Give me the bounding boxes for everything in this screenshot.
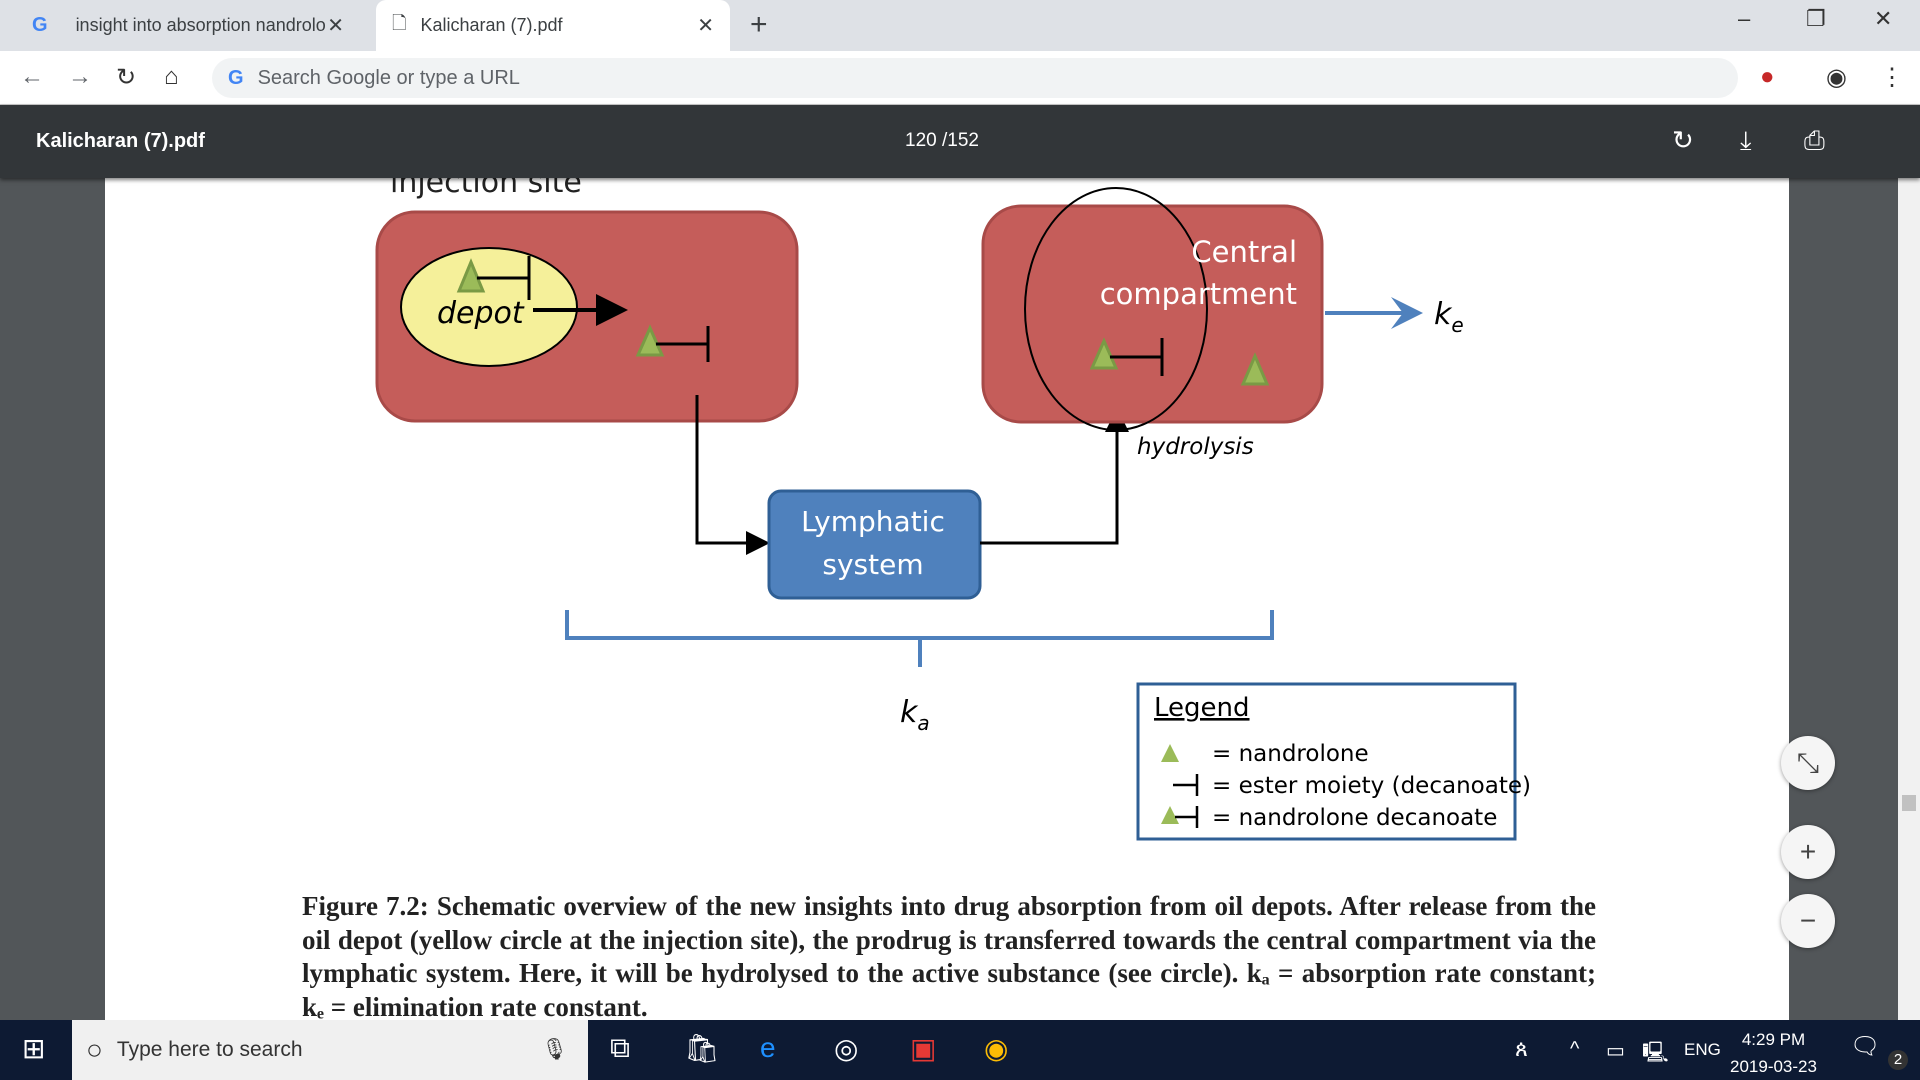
ester-moiety-icon [656,326,710,362]
extension-icon[interactable]: ● [1760,63,1775,90]
nandrolone-triangle-icon [635,324,665,357]
figure-caption: Figure 7.2: Schematic overview of the ne… [302,891,1596,1020]
forward-icon[interactable]: → [68,63,92,90]
nandrolone-triangle-icon [1089,337,1119,370]
windows-start-icon[interactable]: ⊞ [22,1033,46,1064]
tab-label: Kalicharan (7).pdf [420,15,563,35]
legend-item: = nandrolone decanoate [1212,805,1497,831]
hydrolysis-circle [1024,187,1208,431]
tab-label: insight into absorption nandrolone [75,15,326,35]
download-icon[interactable]: ⤓ [1740,125,1752,155]
zoom-out-button[interactable]: − [1781,894,1835,948]
to-central-arrow [980,408,1129,545]
search-placeholder: Type here to search [116,1038,303,1061]
omnibox[interactable]: G Search Google or type a URL [212,58,1738,98]
ester-moiety-icon [477,256,531,300]
menu-icon[interactable]: ⋮ [1880,64,1904,91]
zoom-in-button[interactable]: + [1781,825,1835,879]
network-icon[interactable]: 🖳 [1642,1042,1669,1064]
google-icon: G [32,14,48,36]
tab-pdf[interactable]: 🗋 Kalicharan (7).pdf ✕ [376,0,730,51]
back-icon[interactable]: ← [20,63,44,90]
app-icon[interactable]: ▣ [910,1033,937,1064]
close-tab-icon[interactable]: ✕ [327,15,344,37]
fit-page-button[interactable]: ⤡ [1781,736,1835,790]
reload-icon[interactable]: ↻ [116,64,137,91]
ka-label: ka [900,695,930,735]
print-icon[interactable]: ⎙ [1804,125,1825,155]
injection-site-label: injection site [390,178,582,200]
absorption-diagram: injection site depot Lymphatic system Ce… [375,178,1531,841]
profile-icon[interactable]: ◉ [1826,64,1847,91]
taskbar-search[interactable]: ○ Type here to search 🎙 [72,1020,588,1080]
home-icon[interactable]: ⌂ [164,63,179,90]
legend-title: Legend [1154,693,1250,723]
absorption-brace [565,610,1274,667]
central-label: compartment [1100,277,1297,311]
microphone-icon[interactable]: 🎙 [541,1038,568,1061]
hydrolysis-label: hydrolysis [1137,434,1254,460]
nandrolone-triangle-icon [1161,806,1179,824]
pdf-toolbar: Kalicharan (7).pdf 120 /152 ↻ ⤓ ⎙ [0,105,1920,178]
close-window-icon[interactable]: ✕ [1874,6,1893,31]
ester-moiety-icon [1175,806,1199,828]
ester-moiety-icon [1173,774,1199,796]
new-tab-button[interactable]: + [750,8,768,41]
scrollbar-thumb[interactable] [1902,795,1916,811]
chrome-icon[interactable]: ◉ [984,1033,1009,1064]
google-icon: G [228,66,244,89]
edge-icon[interactable]: e [760,1032,776,1063]
pdf-title: Kalicharan (7).pdf [36,130,205,152]
page-indicator[interactable]: 120 /152 [905,130,979,151]
battery-icon[interactable]: ▭ [1606,1040,1625,1062]
people-icon[interactable]: ጰ [1515,1036,1529,1061]
restore-icon[interactable]: ❐ [1806,6,1826,31]
legend-item: = ester moiety (decanoate) [1212,773,1531,799]
pdf-page: injection site depot Lymphatic system Ce… [105,178,1789,1020]
legend: Legend = nandrolone = ester moiety (deca… [1136,682,1531,841]
cortana-icon: ○ [86,1034,103,1065]
tab-google-search[interactable]: G insight into absorption nandrolone ✕ [20,0,360,51]
language-indicator[interactable]: ENG [1684,1040,1721,1059]
minimize-icon[interactable]: – [1738,6,1751,31]
central-compartment-box [981,204,1324,424]
central-label: Central [1191,235,1297,269]
ke-label: ke [1434,297,1464,337]
to-lymph-arrow [695,395,770,555]
nandrolone-triangle-icon [1161,744,1179,762]
depot-label: depot [437,296,525,331]
tab-bar: G insight into absorption nandrolone ✕ 🗋… [0,0,1920,51]
browser-toolbar: ← → ↻ ⌂ G Search Google or type a URL ● … [0,51,1920,105]
notification-count: 2 [1888,1050,1908,1070]
store-icon[interactable]: 🛍 [684,1033,720,1064]
media-icon[interactable]: ◎ [834,1033,859,1064]
close-tab-icon[interactable]: ✕ [697,15,714,37]
notifications-icon[interactable]: 🗨 [1850,1033,1881,1060]
depot-ellipse [400,247,578,367]
omnibox-placeholder: Search Google or type a URL [257,66,520,89]
taskbar: ⊞ ○ Type here to search 🎙 ⧉ 🛍 e ◎ ▣ ◉ ጰ … [0,1020,1920,1080]
ester-moiety-icon [1110,338,1164,376]
vertical-scrollbar[interactable] [1898,105,1920,1020]
lymph-label: Lymphatic [801,505,945,538]
show-hidden-icon[interactable]: ^ [1570,1038,1580,1060]
legend-item: = nandrolone [1212,741,1369,767]
rotate-icon[interactable]: ↻ [1672,125,1694,155]
file-icon: 🗋 [392,12,407,33]
task-view-icon[interactable]: ⧉ [610,1032,630,1063]
nandrolone-triangle-icon [1240,352,1270,386]
lymph-label: system [822,548,923,581]
